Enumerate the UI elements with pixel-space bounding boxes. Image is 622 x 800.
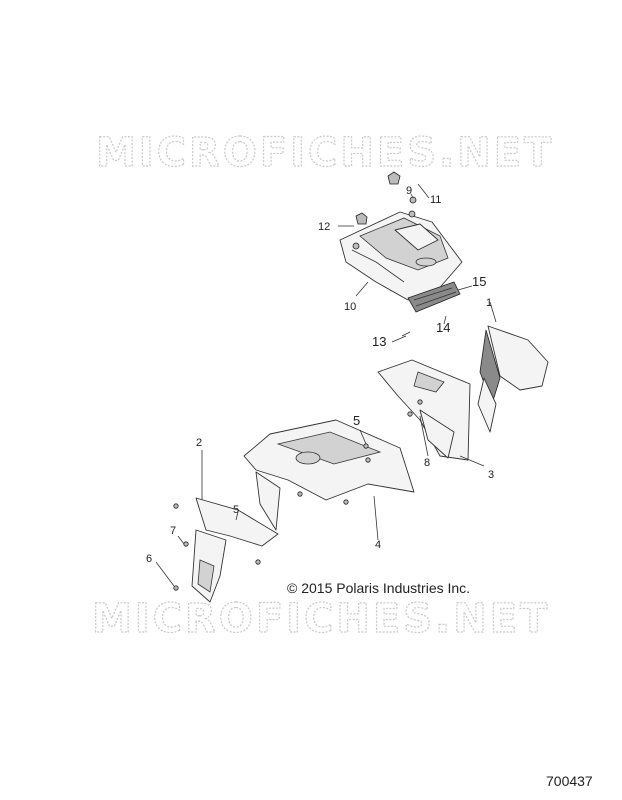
callout-1: 1 <box>486 297 492 309</box>
part-side-panel <box>477 325 549 433</box>
hardware-11 <box>387 171 401 185</box>
callout-10: 10 <box>344 301 356 313</box>
hardware-12-clip <box>355 212 368 225</box>
callout-12: 12 <box>318 221 330 233</box>
callout-11: 11 <box>430 194 441 206</box>
part-inner-panel <box>377 359 471 461</box>
part-left-fender <box>191 497 279 603</box>
callout-2: 2 <box>196 437 202 449</box>
callout-15: 15 <box>472 274 486 289</box>
callout-5-upper: 5 <box>353 413 360 428</box>
callout-3: 3 <box>488 469 494 481</box>
callout-4: 4 <box>375 539 381 551</box>
callout-8: 8 <box>424 457 430 469</box>
callout-5-lower: 5 <box>233 504 239 516</box>
callout-7: 7 <box>170 525 176 537</box>
hardware-9 <box>409 196 417 204</box>
figure-number: 700437 <box>546 773 593 789</box>
copyright-notice: © 2015 Polaris Industries Inc. <box>287 580 470 596</box>
watermark-top: MICROFICHES.NET <box>96 130 554 176</box>
callout-9: 9 <box>406 185 412 197</box>
callout-6: 6 <box>146 553 152 565</box>
part-hood-cover <box>339 210 463 301</box>
callout-14: 14 <box>436 320 450 335</box>
callout-13: 13 <box>372 334 386 349</box>
part-center-cowl <box>243 419 415 531</box>
screw-13 <box>401 331 411 337</box>
watermark-bottom: MICROFICHES.NET <box>92 596 550 642</box>
part-grille <box>407 281 461 313</box>
